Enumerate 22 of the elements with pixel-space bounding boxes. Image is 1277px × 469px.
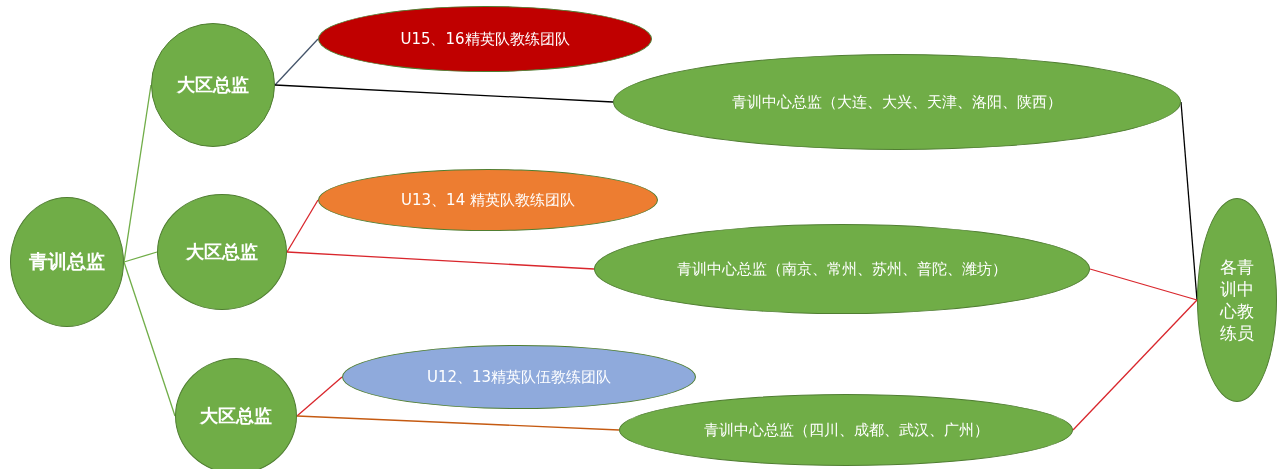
connector-line (274, 38, 319, 86)
connector-line (274, 84, 614, 103)
connector-line (123, 84, 152, 263)
connector-line (286, 251, 595, 270)
node-label: 大区总监 (177, 73, 249, 97)
connector-line (296, 415, 620, 431)
node-label: 青训中心总监（四川、成都、武汉、广州） (703, 420, 989, 440)
connector-line (286, 199, 319, 253)
node-label: 各青训中心教练员 (1220, 255, 1254, 345)
connector-line (1089, 268, 1198, 301)
node-label: 青训中心总监（南京、常州、苏州、普陀、潍坊） (677, 259, 1007, 279)
node-label: U15、16精英队教练团队 (400, 29, 570, 49)
node-label: 青训中心总监（大连、大兴、天津、洛阳、陕西） (732, 92, 1062, 112)
connector-line (296, 376, 343, 417)
connector-line (123, 251, 158, 263)
connector-line (123, 261, 176, 417)
node-label: U12、13精英队伍教练团队 (426, 367, 612, 387)
node-label: U13、14 精英队教练团队 (401, 190, 575, 210)
node-label: 大区总监 (186, 240, 258, 264)
node-label: 大区总监 (200, 404, 272, 428)
connector-line (1072, 299, 1198, 431)
node-label: 青训总监 (29, 249, 105, 274)
